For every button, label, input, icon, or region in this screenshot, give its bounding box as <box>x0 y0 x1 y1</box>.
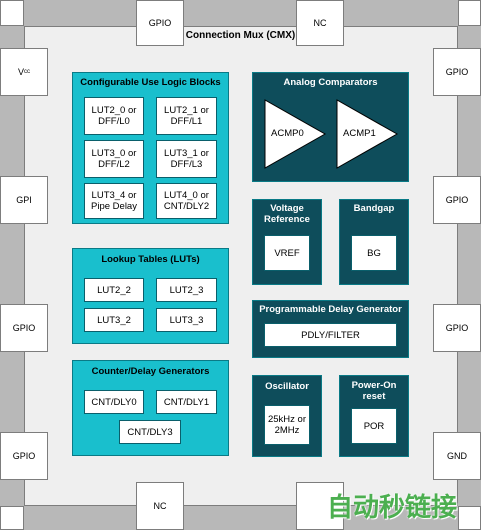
pin-corner-bottom-left <box>0 506 24 530</box>
counter-title: Counter/Delay Generators <box>91 366 210 377</box>
analog-group: Analog Comparators ACMP0 ACMP1 <box>252 72 409 182</box>
vref-title: Voltage Reference <box>264 203 310 225</box>
clb-title: Configurable Use Logic Blocks <box>80 77 221 88</box>
analog-title: Analog Comparators <box>283 77 378 88</box>
watermark-logo: 自动秒链接 <box>326 493 457 523</box>
pin-left-gpio-1: GPIO <box>0 304 48 352</box>
pin-top-nc: NC <box>296 0 344 46</box>
lut-title: Lookup Tables (LUTs) <box>101 254 200 265</box>
cell-lut4-0: LUT4_0 or CNT/DLY2 <box>156 183 217 219</box>
cell-por: POR <box>351 408 397 444</box>
oscillator-title: Oscillator <box>265 381 309 392</box>
cmx-title: Connection Mux (CMX) <box>185 30 296 41</box>
por-title: Power-On reset <box>351 380 397 402</box>
pin-bottom-blank <box>296 482 344 530</box>
cell-lut2-3: LUT2_3 <box>156 278 217 302</box>
cell-lut3-0: LUT3_0 or DFF/L2 <box>84 140 144 178</box>
acmp1-triangle <box>336 99 399 169</box>
acmp0-label: ACMP0 <box>271 128 304 139</box>
cell-cnt-dly1: CNT/DLY1 <box>156 390 217 414</box>
pin-left-gpi: GPI <box>0 176 48 224</box>
acmp0-triangle <box>264 99 327 169</box>
cell-lut2-1: LUT2_1 or DFF/L1 <box>156 97 217 135</box>
pin-bottom-nc: NC <box>136 482 184 530</box>
bandgap-title: Bandgap <box>353 203 395 214</box>
pin-corner-top-right <box>458 0 481 26</box>
pin-corner-top-left <box>0 0 24 26</box>
cell-oscillator: 25kHz or 2MHz <box>264 405 310 445</box>
pdly-title: Programmable Delay Generator <box>259 304 402 315</box>
cell-lut3-2: LUT3_2 <box>84 308 144 332</box>
cell-lut3-3: LUT3_3 <box>156 308 217 332</box>
cell-lut2-2: LUT2_2 <box>84 278 144 302</box>
cell-cnt-dly0: CNT/DLY0 <box>84 390 144 414</box>
cell-pdly-filter: PDLY/FILTER <box>264 323 397 347</box>
cell-lut3-4: LUT3_4 or Pipe Delay <box>84 183 144 219</box>
pin-top-gpio: GPIO <box>136 0 184 46</box>
pin-corner-bottom-right <box>458 506 481 530</box>
comparator-triangles <box>264 99 399 169</box>
cell-vref: VREF <box>264 235 310 271</box>
cell-bg: BG <box>351 235 397 271</box>
pin-vcc-main: V <box>17 67 24 77</box>
pin-right-gpio-1: GPIO <box>433 48 481 96</box>
cell-lut2-0: LUT2_0 or DFF/L0 <box>84 97 144 135</box>
cell-cnt-dly3: CNT/DLY3 <box>119 420 181 444</box>
pin-gnd: GND <box>433 432 481 480</box>
pin-vcc-sub: cc <box>24 69 30 75</box>
pin-right-gpio-2: GPIO <box>433 176 481 224</box>
acmp1-label: ACMP1 <box>343 128 376 139</box>
pin-left-gpio-2: GPIO <box>0 432 48 480</box>
pin-right-gpio-3: GPIO <box>433 304 481 352</box>
cell-lut3-1: LUT3_1 or DFF/L3 <box>156 140 217 178</box>
